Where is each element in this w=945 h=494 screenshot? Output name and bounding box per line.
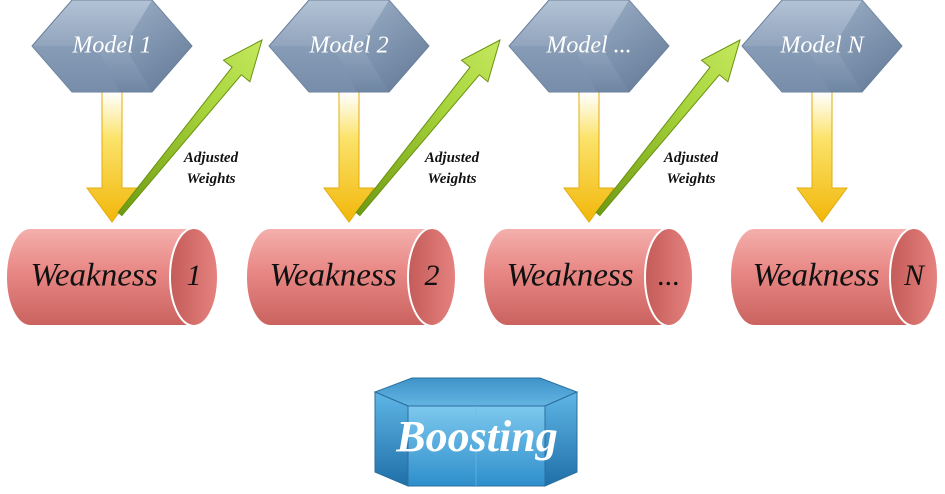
cylinder-cap (407, 227, 457, 327)
model-facet (509, 46, 597, 92)
weakness-index: 2 (425, 259, 440, 292)
adjusted-line: Adjusted (663, 150, 719, 166)
model-label: Model ... (545, 33, 631, 59)
model-label: Model 2 (308, 33, 388, 59)
weakness-node-3: Weakness... (482, 227, 694, 327)
weights-line: Weights (187, 171, 236, 187)
cylinder-cap (169, 227, 219, 327)
adjusted-weights-arrow-2 (355, 39, 501, 217)
adjusted-weights-arrow-3 (595, 39, 741, 217)
weakness-node-4: Weakness N (729, 227, 939, 327)
model-node-1: Model 1 (31, 0, 193, 93)
weakness-index: 1 (187, 259, 202, 292)
weakness-node-2: Weakness 2 (245, 227, 457, 327)
model-label: Model N (779, 33, 865, 59)
boosting-node: Boosting (373, 377, 579, 487)
weights-line: Weights (667, 171, 716, 187)
model-facet (742, 46, 830, 92)
model-facet (601, 0, 669, 92)
model-node-2: Model 2 (268, 0, 430, 93)
model-label: Model 1 (71, 33, 151, 59)
down-arrow-4 (796, 91, 848, 223)
boosting-label: Boosting (395, 412, 557, 461)
adjusted-weights-arrow-1 (117, 39, 263, 217)
model-facet (269, 46, 357, 92)
model-node-4: Model N (741, 0, 903, 93)
weakness-index: ... (658, 259, 681, 292)
cylinder-cap (644, 227, 694, 327)
adjusted-line: Adjusted (424, 150, 480, 166)
adjusted-line: Adjusted (183, 150, 239, 166)
weakness-index: N (903, 259, 926, 292)
model-facet (32, 46, 120, 92)
weakness-label: Weakness (269, 258, 396, 294)
weakness-node-1: Weakness 1 (5, 227, 219, 327)
cylinder-cap (889, 227, 939, 327)
model-facet (834, 0, 902, 92)
weights-line: Weights (428, 171, 477, 187)
boosting-right-face (544, 391, 578, 487)
model-node-3: Model ... (508, 0, 670, 93)
boosting-top-face (373, 377, 579, 407)
model-facet (361, 0, 429, 92)
weakness-label: Weakness (752, 258, 879, 294)
weakness-label: Weakness (506, 258, 633, 294)
weakness-label: Weakness (30, 258, 157, 294)
model-facet (124, 0, 192, 92)
